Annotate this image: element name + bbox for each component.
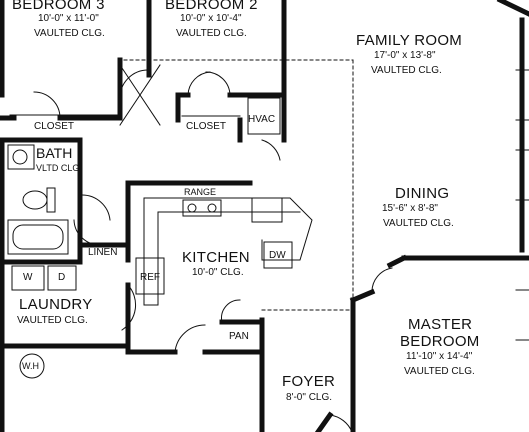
dining-ceiling: VAULTED CLG. xyxy=(383,218,454,229)
bath-label: BATH xyxy=(36,145,73,161)
water-heater-label: W.H xyxy=(22,361,39,371)
closet-left-label: CLOSET xyxy=(34,121,75,132)
bedroom3-dims: 10'-0" x 11'-0" xyxy=(38,13,99,24)
bedroom2-label: BEDROOM 2 xyxy=(165,0,258,13)
foyer-label: FOYER xyxy=(282,373,336,390)
dining-label: DINING xyxy=(395,185,450,202)
master-bedroom-dims: 11'-10" x 14'-4" xyxy=(406,351,473,362)
kitchen-label: KITCHEN xyxy=(182,249,250,266)
dining-dims: 15'-6" x 8'-8" xyxy=(382,203,438,214)
laundry-ceiling: VAULTED CLG. xyxy=(17,315,88,326)
master-bedroom-label-line1: MASTER xyxy=(408,316,473,333)
refrigerator-label: REF xyxy=(140,272,160,283)
master-bedroom-label-line2: BEDROOM xyxy=(400,333,480,350)
bedroom3-ceiling: VAULTED CLG. xyxy=(34,28,105,39)
range-label: RANGE xyxy=(184,187,217,197)
bedroom3-label: BEDROOM 3 xyxy=(12,0,105,13)
bedroom2-ceiling: VAULTED CLG. xyxy=(176,28,247,39)
thin-lines xyxy=(7,59,393,432)
family-room-label: FAMILY ROOM xyxy=(356,32,463,49)
linen-label: LINEN xyxy=(88,247,118,258)
master-bedroom-ceiling: VAULTED CLG. xyxy=(404,366,475,377)
washer-label: W xyxy=(23,272,33,283)
bedroom2-dims: 10'-0" x 10'-4" xyxy=(180,13,242,24)
closet-right-label: CLOSET xyxy=(186,121,227,132)
family-room-ceiling: VAULTED CLG. xyxy=(371,65,442,76)
windows xyxy=(515,69,529,341)
bath-ceiling: VLTD CLG xyxy=(36,163,80,173)
laundry-label: LAUNDRY xyxy=(19,296,93,313)
family-room-dims: 17'-0" x 13'-8" xyxy=(374,50,436,61)
dryer-label: D xyxy=(58,272,66,283)
pantry-label: PAN xyxy=(229,331,249,342)
kitchen-dims: 10'-0" CLG. xyxy=(192,267,244,278)
hvac-label: HVAC xyxy=(248,114,276,125)
foyer-dims: 8'-0" CLG. xyxy=(286,392,333,403)
dishwasher-label: DW xyxy=(269,250,286,261)
